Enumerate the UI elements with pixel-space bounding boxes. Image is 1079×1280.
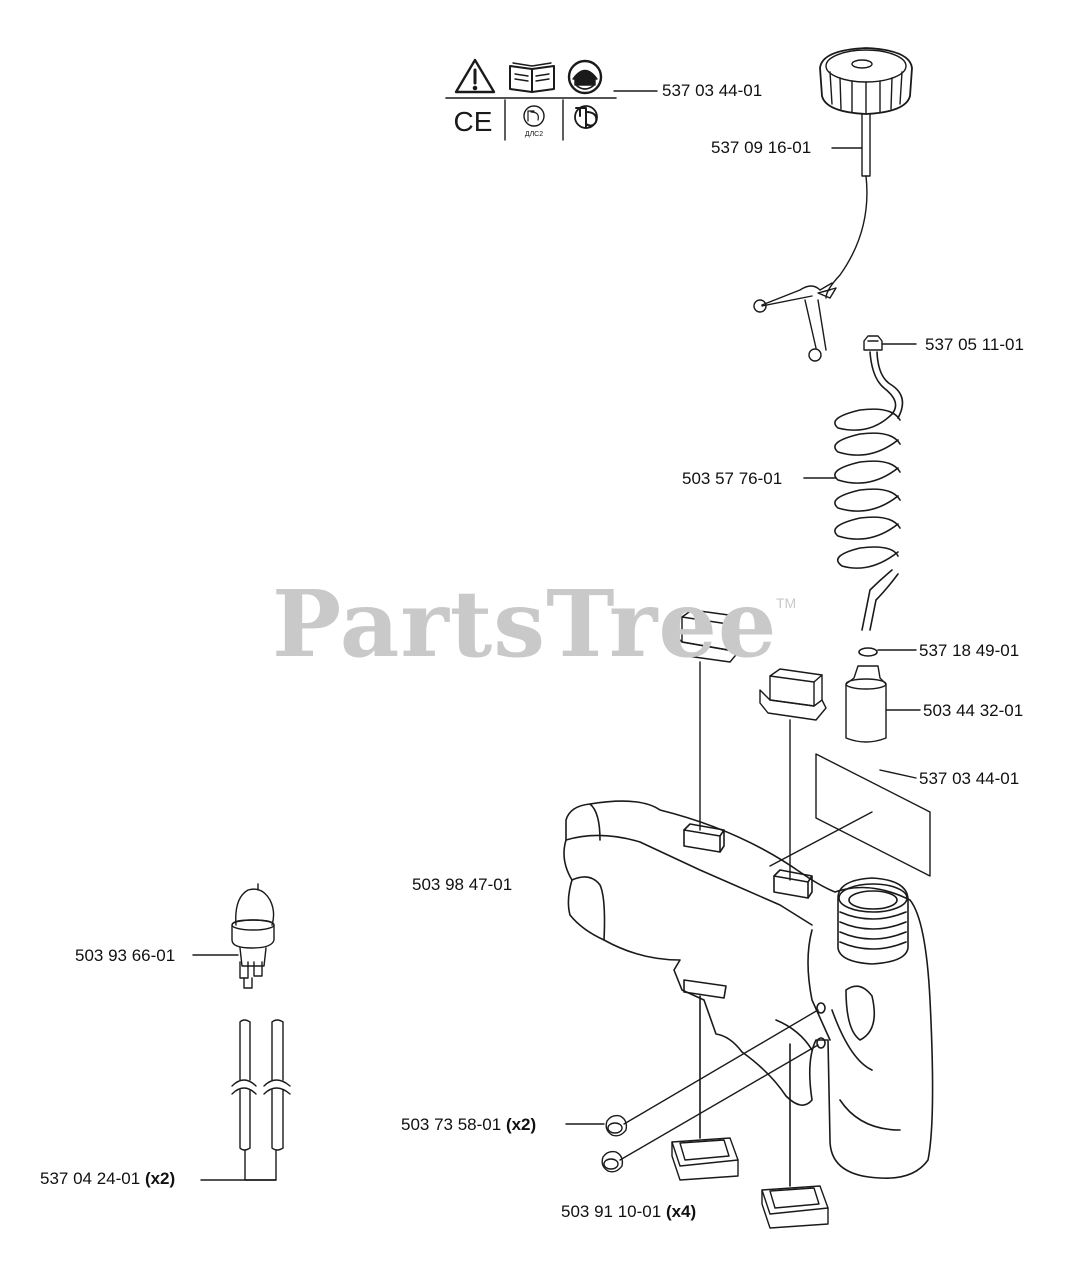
trademark-symbol: TM [776, 595, 797, 611]
warning-triangle-icon [454, 58, 496, 94]
fuel-hose-spring [803, 351, 904, 631]
ce-mark: CE [454, 106, 493, 137]
part-label[interactable]: 503 57 76-01 [682, 469, 783, 488]
manual-book-icon [509, 62, 555, 93]
hose-nipple [863, 335, 917, 351]
part-label[interactable]: 537 18 49-01 [919, 641, 1020, 660]
part-label[interactable]: 537 03 44-01 [919, 769, 1020, 788]
decal-plate [769, 753, 931, 877]
part-label[interactable]: 503 44 32-01 [923, 701, 1024, 720]
fuel-cap [819, 47, 913, 177]
part-label[interactable]: 503 73 58-01 (x2) [401, 1115, 537, 1134]
part-label[interactable]: 537 05 11-01 [925, 335, 1024, 354]
svg-text:ДЛС2: ДЛС2 [525, 131, 543, 138]
rubber-foot-top-right [759, 668, 827, 881]
part-label[interactable]: 537 04 24-01 (x2) [40, 1169, 176, 1188]
cap-tether-strap [753, 175, 868, 362]
filter-ring [858, 647, 917, 657]
rubber-foot-bottom-right [761, 1185, 829, 1229]
fuel-filter [845, 665, 921, 743]
watermark: PartsTree [272, 570, 778, 678]
part-label[interactable]: 503 93 66-01 [75, 946, 176, 965]
rubber-foot-bottom-left [671, 1137, 739, 1181]
screw-lower [601, 1044, 819, 1173]
screw-upper [605, 1009, 819, 1137]
rubber-foot-top-left [671, 609, 741, 831]
fuel-tank [563, 800, 934, 1187]
gost-r-mark-icon [574, 105, 598, 129]
part-label[interactable]: 503 98 47-01 [412, 875, 513, 894]
gost-certification-icon: ДЛС2 [523, 105, 545, 138]
warning-symbols-decal: CE ДЛС2 [445, 58, 658, 141]
protection-helmet-icon [567, 59, 603, 95]
primer-bulb [192, 883, 275, 989]
part-label[interactable]: 537 09 16-01 [711, 138, 812, 157]
fuel-line-hoses [200, 1019, 291, 1181]
part-label[interactable]: 537 03 44-01 [662, 81, 763, 100]
part-label[interactable]: 503 91 10-01 (x4) [561, 1202, 697, 1221]
